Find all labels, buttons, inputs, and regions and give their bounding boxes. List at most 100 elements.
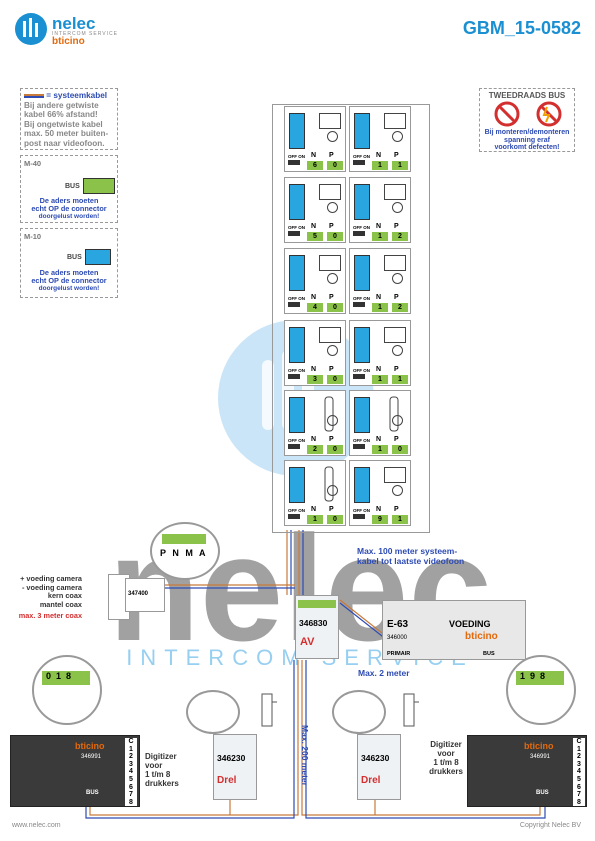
n-label: N <box>311 506 317 513</box>
n-label: N <box>376 436 382 443</box>
riser-note: Max. 100 meter systeem- kabel tot laatst… <box>357 546 464 566</box>
offon-label: OFF ON <box>288 438 305 443</box>
legend-text-2: kabel 66% afstand! <box>24 110 98 120</box>
terminal-8: 8 <box>129 798 133 806</box>
door-module-right-label: Drel <box>361 775 381 786</box>
switch-icon <box>353 514 365 519</box>
doc-number: GBM_15-0582 <box>462 18 581 38</box>
psu-code: 346000 <box>387 635 408 641</box>
m10-note-3: doorgelust worden! <box>38 285 100 292</box>
door-zoom-right <box>332 690 386 734</box>
switch-icon <box>288 374 300 379</box>
digitizer-left-zoom-1: 0 <box>46 671 57 681</box>
bus-connector-icon <box>354 113 370 149</box>
digitizer-left-zoom: 018 <box>32 655 102 725</box>
terminal-6: 6 <box>129 783 133 791</box>
n-label: N <box>376 366 382 373</box>
n-value: 1 <box>372 161 388 170</box>
legend-text-1: Bij andere getwiste <box>24 100 99 110</box>
offon-label: OFF ON <box>353 154 370 159</box>
p-value: 1 <box>392 375 408 384</box>
p-value: 0 <box>327 515 343 524</box>
n-label: N <box>376 294 382 301</box>
bus-connector-icon <box>354 184 370 220</box>
offon-label: OFF ON <box>353 508 370 513</box>
camera-zoom-label: P N M A <box>160 548 208 558</box>
button-icon <box>392 485 403 496</box>
bus-connector-icon <box>289 184 305 220</box>
riser-note-1: Max. 100 meter systeem- <box>357 546 458 556</box>
digitizer-right-bus: BUS <box>536 790 549 796</box>
p-label: P <box>329 366 334 373</box>
terminal-1: 1 <box>129 745 133 753</box>
m40-note-3: doorgelust worden! <box>38 213 100 220</box>
p-label: P <box>394 366 399 373</box>
warning-text-2: spanning eraf <box>504 136 550 144</box>
warning-title: TWEEDRAADS BUS <box>488 91 566 100</box>
button-icon <box>327 273 338 284</box>
p-label: P <box>329 506 334 513</box>
warning-text-3: voorkomt defecten! <box>494 144 560 151</box>
screen-icon <box>384 327 406 343</box>
warning-box: TWEEDRAADS BUS Bij monteren/demonteren s… <box>479 88 575 152</box>
terminal-1: 1 <box>577 745 581 753</box>
n-value: 1 <box>372 303 388 312</box>
p-value: 0 <box>327 445 343 454</box>
offon-label: OFF ON <box>353 225 370 230</box>
digitizer-right-text-3: 1 t/m 8 <box>433 758 459 767</box>
n-value: 5 <box>307 232 323 241</box>
digitizer-left-zoom-3: 8 <box>66 671 77 681</box>
bus-connector-icon <box>289 467 305 503</box>
switch-icon <box>288 160 300 165</box>
warning-icons <box>494 101 562 127</box>
av-code: 346830 <box>299 618 328 628</box>
camera-plus: + voeding camera <box>20 574 82 583</box>
terminal-3: 3 <box>129 760 133 768</box>
terminal-3: 3 <box>577 760 581 768</box>
screen-icon <box>384 184 406 200</box>
av-module: 346830 AV <box>295 595 339 659</box>
offon-label: OFF ON <box>288 225 305 230</box>
offon-label: OFF ON <box>353 438 370 443</box>
terminal-8: 8 <box>577 798 581 806</box>
n-value: 2 <box>307 445 323 454</box>
m10-note-1: De aders moeten <box>39 268 99 277</box>
digitizer-right-zoom-3: 8 <box>540 671 551 681</box>
riser-note-2: kabel tot laatste videofoon <box>357 556 465 566</box>
camera-module: 347400 <box>125 578 165 612</box>
terminal-5: 5 <box>577 775 581 783</box>
screen-icon <box>319 327 341 343</box>
m10-note-2: echt OP de connector <box>31 276 107 285</box>
legend-box: = systeemkabel Bij andere getwiste kabel… <box>20 88 118 150</box>
p-value: 1 <box>392 161 408 170</box>
button-icon <box>327 485 338 496</box>
camera-max: max. 3 meter coax <box>18 611 82 620</box>
n-value: 9 <box>372 515 388 524</box>
av-connector-top <box>298 600 336 608</box>
m40-connector-icon <box>83 178 115 194</box>
camera-mantel: mantel coax <box>39 599 82 609</box>
bus-connector-icon <box>354 255 370 291</box>
m40-note-1: De aders moeten <box>39 196 99 205</box>
brand-tagline: INTERCOM SERVICE <box>52 31 118 37</box>
door-module-right: 346230 Drel <box>357 734 401 800</box>
brand-name: nelec <box>52 14 96 33</box>
terminal-2: 2 <box>577 753 581 761</box>
digitizer-right-code: 346991 <box>530 754 551 760</box>
nelec-logo-icon <box>15 13 47 45</box>
m40-title: M-40 <box>24 159 42 168</box>
legend-text-4: max. 50 meter buiten- <box>24 129 109 139</box>
p-value: 0 <box>327 232 343 241</box>
button-icon <box>392 415 403 426</box>
digitizer-right: bticino 346991 BUS <box>467 735 587 807</box>
switch-icon <box>353 302 365 307</box>
psu-bus: BUS <box>483 651 495 657</box>
p-value: 2 <box>392 303 408 312</box>
warning-text-1: Bij monteren/demonteren <box>484 129 570 136</box>
digitizer-right-zoom-values: 198 <box>516 671 564 685</box>
legend-line-label: = systeemkabel <box>46 91 108 100</box>
digitizer-left-text-3: 1 t/m 8 <box>145 770 171 779</box>
psu-primair: PRIMAIR <box>387 651 411 657</box>
n-value: 1 <box>372 375 388 384</box>
